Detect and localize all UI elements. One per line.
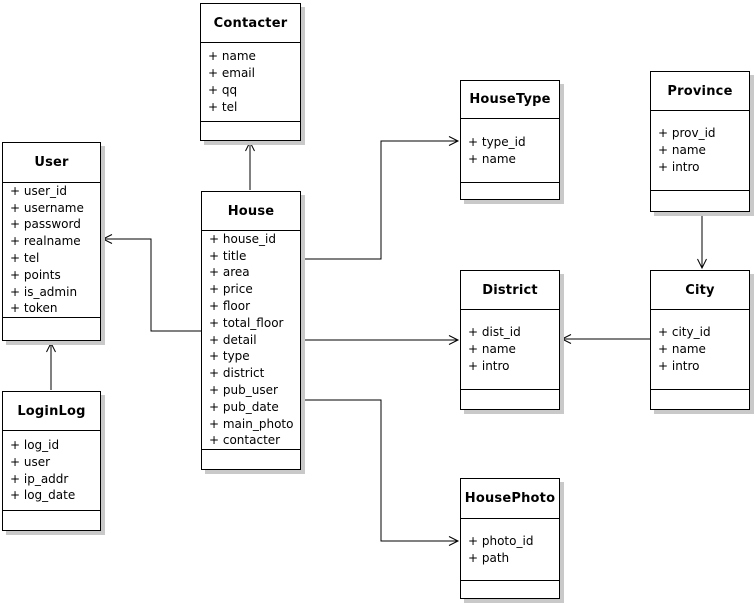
attribute: + name — [208, 49, 256, 64]
class-loginlog[interactable]: LoginLog + log_id + user + ip_addr + log… — [2, 391, 101, 531]
class-house[interactable]: House + house_id + title + area + price … — [201, 191, 301, 470]
class-user-attributes: + user_id + username + password + realna… — [3, 182, 100, 317]
class-loginlog-attributes: + log_id + user + ip_addr + log_date — [3, 430, 100, 510]
attribute: + name — [468, 342, 516, 357]
attribute: + name — [658, 143, 706, 158]
attribute: + realname — [10, 234, 81, 249]
attribute: + district — [209, 366, 265, 381]
relation-house-housephoto[interactable] — [301, 399, 460, 546]
attribute: + ip_addr — [10, 471, 69, 486]
attribute: + total_floor — [209, 315, 284, 330]
attribute: + pub_user — [209, 383, 278, 397]
relation-house-user[interactable] — [101, 234, 201, 332]
class-housetype-title: HouseType — [469, 92, 551, 107]
attribute: + photo_id — [468, 533, 534, 548]
attribute: + title — [209, 248, 247, 263]
class-city-methods — [651, 389, 749, 409]
attribute: + password — [10, 217, 81, 232]
attribute: + points — [10, 267, 61, 282]
class-user[interactable]: User + user_id + username + password + r… — [2, 142, 101, 341]
attribute: + floor — [209, 299, 251, 314]
attribute: + area — [209, 265, 250, 280]
class-housephoto-methods — [461, 580, 559, 598]
attribute: + username — [10, 200, 84, 215]
attribute: + token — [10, 301, 58, 316]
class-contacter-title: Contacter — [213, 15, 288, 31]
class-province-title: Province — [667, 83, 733, 99]
attribute: + type_id — [468, 134, 526, 149]
class-city-title: City — [685, 282, 715, 298]
class-district[interactable]: District + dist_id + name + intro — [460, 270, 560, 410]
class-house-methods — [202, 449, 300, 469]
class-city-attributes: + city_id + name + intro — [651, 309, 749, 389]
attribute: + house_id — [209, 231, 277, 246]
class-user-methods — [3, 317, 100, 340]
class-house-title: House — [227, 203, 275, 219]
class-province[interactable]: Province + prov_id + name + intro — [650, 71, 750, 212]
attribute: + log_id — [10, 437, 60, 452]
attribute: + price — [209, 282, 253, 297]
class-housetype[interactable]: HouseType + type_id + name — [460, 80, 560, 200]
attribute: + qq — [208, 83, 238, 97]
relation-house-housetype[interactable] — [301, 136, 460, 260]
attribute: + intro — [658, 358, 700, 373]
attribute: + path — [468, 550, 510, 565]
attribute: + dist_id — [468, 325, 521, 340]
attribute: + city_id — [658, 325, 711, 340]
attribute: + user_id — [10, 183, 67, 198]
class-housetype-methods — [461, 182, 559, 199]
class-province-methods — [651, 190, 749, 211]
attribute: + main_photo — [209, 416, 294, 431]
class-district-title: District — [482, 282, 538, 298]
class-user-title: User — [34, 155, 69, 170]
class-contacter[interactable]: Contacter + name + email + qq + tel — [200, 3, 301, 141]
class-housephoto[interactable]: HousePhoto + photo_id + path — [460, 478, 560, 599]
attribute: + intro — [658, 159, 700, 174]
class-city[interactable]: City + city_id + name + intro — [650, 270, 750, 410]
attribute: + contacter — [209, 433, 281, 448]
class-housetype-attributes: + type_id + name — [461, 118, 559, 182]
attribute: + user — [10, 454, 51, 469]
class-housephoto-attributes: + photo_id + path — [461, 518, 559, 580]
attribute: + type — [209, 349, 250, 364]
attribute: + name — [658, 342, 706, 357]
attribute: + detail — [209, 332, 257, 347]
class-house-attributes: + house_id + title + area + price + floo… — [202, 230, 300, 449]
class-housephoto-title: HousePhoto — [464, 491, 556, 506]
attribute: + name — [468, 151, 516, 166]
class-district-attributes: + dist_id + name + intro — [461, 309, 559, 389]
attribute: + email — [208, 66, 255, 81]
attribute: + prov_id — [658, 126, 716, 141]
attribute: + tel — [10, 251, 40, 265]
attribute: + log_date — [10, 488, 76, 503]
attribute: + tel — [208, 99, 238, 114]
class-contacter-methods — [201, 121, 300, 140]
class-contacter-attributes: + name + email + qq + tel — [201, 42, 300, 121]
class-loginlog-methods — [3, 510, 100, 530]
class-province-attributes: + prov_id + name + intro — [651, 110, 749, 190]
attribute: + is_admin — [10, 284, 78, 299]
class-loginlog-title: LoginLog — [17, 403, 86, 419]
class-district-methods — [461, 389, 559, 409]
attribute: + pub_date — [209, 399, 279, 414]
attribute: + intro — [468, 358, 510, 373]
